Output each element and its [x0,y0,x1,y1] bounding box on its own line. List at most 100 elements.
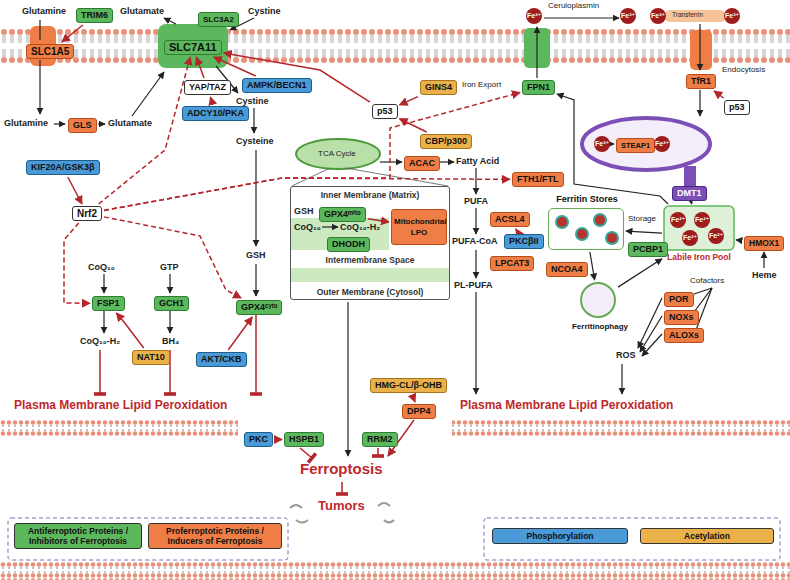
ion-label: Fe²⁺ [682,230,698,246]
protein-box: ADCY10/PKA [182,106,249,121]
metabolite-label: TCA Cycle [318,149,356,159]
protein-box: TfR1 [686,74,716,89]
protein-box: NOXs [664,310,699,325]
node-text: GLS [73,120,92,131]
protein-box: p53 [372,104,398,119]
mitochondria-panel: Inner Membrane (Matrix) Intermembrane Spa… [290,186,450,300]
flow-arrow [536,27,537,78]
node-text: RRM2 [367,434,393,445]
node-text: NOXs [669,312,694,323]
protein-box: YAP/TAZ [184,80,231,95]
legend-swatch: Acetylation [640,528,774,544]
protein-box: ALOXs [664,328,704,343]
protein-box: SLC1A5 [26,44,74,59]
inhibition-arrow [341,482,343,494]
flow-arrow [132,72,164,116]
protein-box: PKCβII [504,234,544,249]
mitochondrion [291,218,389,250]
protein-box: GINS4 [420,80,457,95]
cell-membrane [452,420,790,436]
metabolite-label: Glutamate [120,6,164,17]
protein-box: DPP4 [402,404,436,419]
flow-arrow [763,252,764,268]
flow-arrow [40,18,764,456]
metabolite-label: PL-PUFA [454,280,493,291]
node-text: ADCY10/PKA [187,108,244,119]
protein-box: ACSL4 [490,212,530,227]
protein-box: DHODH [327,237,370,252]
node-text: GPX4ᶜʸᵗᵒ [241,302,277,313]
iron-store [576,228,588,240]
protein-box: TRIM6 [76,8,113,23]
node-text: HMG-CL/β-OHB [375,380,442,391]
ion-label: Fe³⁺ [594,136,610,152]
protein-box: AMPK/BECN1 [242,78,312,93]
cell-debris [296,520,308,523]
legend-frame [8,518,780,560]
node-text: DPP4 [407,406,431,417]
cell-membrane [0,28,790,580]
node-text: FTH1/FTL [517,174,559,185]
connector [590,252,595,280]
connector [618,259,662,287]
node-text: Inner Membrane (Matrix) [291,190,449,201]
protein-box: Nrf2 [72,206,102,221]
legend-frame [8,518,288,560]
flow-arrow [694,288,712,312]
node-text: Mitochondrial LPO [394,216,444,238]
flow-arrow [611,143,614,144]
node-text: p53 [377,106,393,117]
ion-label: Fe²⁺ [670,212,686,228]
flow-arrow [699,24,700,70]
metabolite-label: CoQ₁₀ [88,262,115,273]
connector [116,313,143,348]
node-text: KIF20A/GSK3β [31,162,95,173]
node-text: GPX4ᵐⁱᵗᵒ [324,209,361,220]
node-text: HSPB1 [289,434,319,445]
inhibition-arrow [255,314,257,394]
protein-box: Ferritinophagy [580,282,616,318]
node-text: DMT1 [677,188,702,199]
connector [196,57,204,78]
flow-arrow [255,264,256,296]
protein-box: Mitochondrial LPO [391,209,447,245]
node-text: Intermembrane Space [291,255,449,266]
connector [400,119,427,132]
flow-arrow [544,17,619,18]
metabolite-label: GSH [246,250,266,261]
iron-store [556,216,568,228]
node-text: TfR1 [691,76,711,87]
flow-arrow [253,108,254,133]
node-text: POR [669,294,689,305]
node-text: LPCAT3 [495,258,529,269]
inhibition-arrow [99,350,101,394]
cell-debris [378,503,390,506]
node-text: HMOX1 [749,238,779,249]
node-text: PKCβII [509,236,539,247]
protein-box: GLS [68,118,97,133]
flow-arrow [347,302,348,456]
ion-label: Fe²⁺ [526,8,542,24]
node-text: Labile Iron Pool [658,252,740,263]
flow-arrow [103,311,104,333]
legend-swatch: Antiferroptotic Proteins / Inhibitors of… [14,523,142,549]
metabolite-label: Fatty Acid [456,156,499,167]
transporter-shape [664,10,726,22]
protein-box: p53 [724,100,750,115]
connector [210,97,212,104]
node-text: GCH1 [159,298,184,309]
protein-box: HMOX1 [744,236,784,251]
metabolite-label: PUFA-CoA [452,236,498,247]
metabolite-label: Transferrin [672,11,703,19]
connector [516,229,518,232]
node-text: Outer Membrane (Cytosol) [291,287,449,298]
metabolite-label: GTP [160,262,179,273]
node-text: SLC7A11 [169,42,217,53]
node-text: YAP/TAZ [189,82,226,93]
protein-box: GPX4ᵐⁱᵗᵒ [319,207,366,222]
inhibition-arrow [377,448,379,456]
metabolite-label: Cofactors [690,276,724,286]
node-text: DHODH [332,239,365,250]
flow-arrow [621,364,622,394]
connector [62,25,83,42]
